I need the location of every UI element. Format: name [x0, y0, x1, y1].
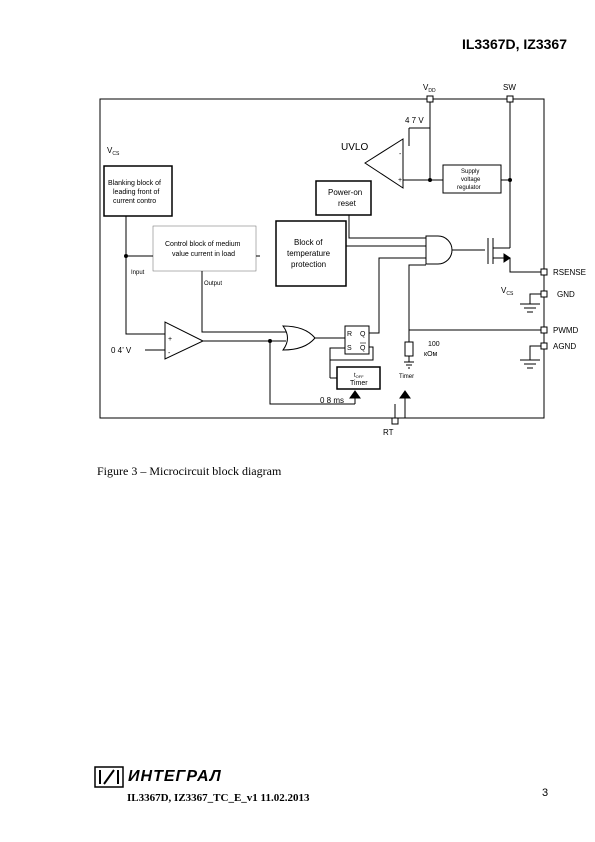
agnd-label: AGND: [553, 342, 576, 351]
blanking-line-3: current contro: [113, 198, 156, 205]
rsense-label: RSENSE: [553, 268, 586, 277]
input-label: Input: [131, 270, 145, 276]
temperature-protection-block: [275, 220, 347, 287]
regulator-line-2: voltage: [461, 177, 481, 183]
v47-label: 4 7 V: [405, 116, 424, 125]
timer-small-label: Timer: [399, 374, 414, 380]
blanking-line-1: Blanking block of: [108, 180, 161, 187]
and-gate: [425, 235, 453, 265]
integral-logo-icon: [94, 766, 124, 788]
rsense-pin: [540, 268, 548, 276]
rt-label: RT: [383, 428, 394, 437]
uvlo-comparator: [364, 138, 404, 189]
agnd-pin: [540, 342, 548, 350]
vdd-label: VDD: [423, 83, 436, 94]
sr-qbar-label: Q: [360, 345, 366, 352]
sr-q-label: Q: [360, 331, 366, 338]
por-line-1: Power-on: [328, 188, 362, 197]
sr-s-label: S: [347, 345, 352, 352]
timer-label: Timer: [350, 380, 368, 387]
control-block: [152, 225, 257, 272]
res-line-1: 100: [428, 341, 440, 348]
por-line-2: reset: [338, 199, 357, 208]
pwmd-label: PWMD: [553, 326, 579, 335]
toff-label: tOFF: [354, 373, 364, 379]
temp-line-2: temperature: [287, 249, 331, 258]
blanking-block: [103, 165, 173, 217]
v041-label: 0 4’ V: [111, 346, 132, 355]
output-label: Output: [204, 281, 222, 287]
diagram-frame: [99, 98, 545, 419]
vdd-pin: [426, 95, 434, 103]
regulator-line-1: Supply: [461, 169, 479, 175]
gnd-pin: [540, 290, 548, 298]
sw-pin: [506, 95, 514, 103]
uvlo-label: UVLO: [341, 142, 368, 153]
vcs-label: VCS: [107, 146, 120, 157]
document-header-title: IL3367D, IZ3367: [461, 36, 567, 52]
comp-minus: -: [168, 350, 171, 357]
supply-voltage-regulator: [442, 164, 502, 194]
gnd-label: GND: [557, 290, 575, 299]
blanking-line-2: leading front of: [113, 189, 159, 196]
uvlo-minus: -: [399, 151, 402, 158]
control-line-2: value current in load: [172, 251, 235, 258]
sw-label: SW: [503, 83, 516, 92]
pwmd-pin: [540, 326, 548, 334]
sr-r-label: R: [347, 331, 352, 338]
uvlo-plus: +: [398, 177, 402, 184]
page-number: 3: [542, 787, 549, 799]
ms-label: 0 8 ms: [320, 396, 344, 405]
vcs2-label: VCS: [501, 286, 514, 297]
temp-line-1: Block of: [294, 238, 323, 247]
res-line-2: кОм: [424, 351, 438, 358]
power-on-reset-block: [315, 180, 372, 216]
figure-caption: Figure 3 – Microcircuit block diagram: [97, 464, 282, 478]
rt-pin: [391, 417, 399, 425]
sr-flip-flop: [344, 325, 370, 355]
current-sense-comparator: [164, 321, 205, 360]
temp-line-3: protection: [291, 260, 326, 269]
footer-document-id: IL3367D, IZ3367_TC_E_v1 11.02.2013: [127, 792, 310, 804]
comp-plus: +: [168, 336, 172, 343]
logo-text: ИНТЕГРАЛ: [128, 768, 222, 785]
pulldown-resistor: [404, 341, 414, 357]
control-line-1: Control block of medium: [165, 241, 241, 248]
or-gate: [282, 325, 316, 351]
regulator-line-3: regulator: [457, 185, 481, 191]
